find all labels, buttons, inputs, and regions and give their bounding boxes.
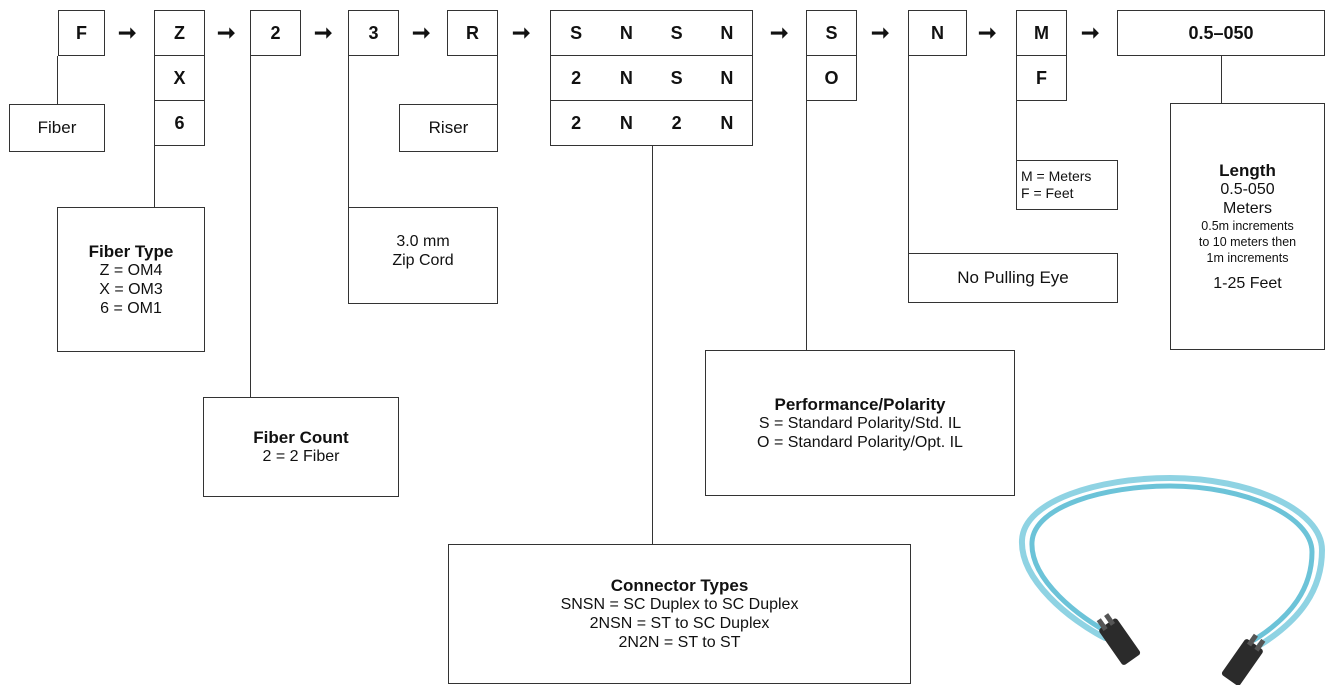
fiber-type-title: Fiber Type	[89, 242, 174, 261]
length-line: Meters	[1223, 199, 1272, 218]
connector-type-line: 2N2N = ST to ST	[619, 633, 741, 652]
connector-right	[1221, 631, 1269, 685]
arrow-icon: ➞	[978, 22, 996, 44]
length-title: Length	[1219, 161, 1276, 180]
connector-type-line: SNSN = SC Duplex to SC Duplex	[561, 595, 799, 614]
performance-line: O = Standard Polarity/Opt. IL	[757, 433, 963, 452]
unit-meters: M = Meters	[1021, 168, 1091, 185]
connector-code: S	[652, 68, 702, 89]
arrow-icon: ➞	[412, 22, 430, 44]
label-fiber: Fiber	[9, 104, 105, 152]
connector-types-description: Connector Types SNSN = SC Duplex to SC D…	[448, 544, 911, 684]
connector-line	[1016, 101, 1017, 161]
label-riser: Riser	[399, 104, 498, 152]
zip-cord-line: Zip Cord	[392, 251, 453, 270]
fiber-count-line: 2 = 2 Fiber	[263, 447, 340, 466]
connector-line	[348, 56, 349, 208]
fiber-cable-image	[1010, 470, 1331, 685]
code-length: 0.5–050	[1117, 10, 1325, 56]
connector-type-line: 2NSN = ST to SC Duplex	[590, 614, 770, 633]
connector-code: S	[652, 23, 702, 44]
code-fiber-type-z: Z	[154, 10, 205, 56]
code-unit-m: M	[1016, 10, 1067, 56]
zip-cord-line: 3.0 mm	[396, 232, 449, 251]
connector-line	[806, 101, 807, 351]
connector-code: S	[551, 23, 601, 44]
arrow-icon: ➞	[1081, 22, 1099, 44]
fiber-type-line: X = OM3	[99, 280, 163, 299]
code-fiber: F	[58, 10, 105, 56]
connector-code: N	[702, 68, 752, 89]
connector-code: N	[702, 23, 752, 44]
connector-code: N	[702, 113, 752, 134]
length-feet: 1-25 Feet	[1213, 274, 1281, 293]
arrow-icon: ➞	[314, 22, 332, 44]
performance-description: Performance/Polarity S = Standard Polari…	[705, 350, 1015, 496]
fiber-type-description: Fiber Type Z = OM4 X = OM3 6 = OM1	[57, 207, 205, 352]
connector-line	[652, 146, 653, 545]
arrow-icon: ➞	[217, 22, 235, 44]
code-rating: R	[447, 10, 498, 56]
fiber-count-title: Fiber Count	[253, 428, 348, 447]
code-fiber-type-x: X	[154, 55, 205, 101]
connector-code: 2	[551, 113, 601, 134]
fiber-count-description: Fiber Count 2 = 2 Fiber	[203, 397, 399, 497]
connector-code: N	[601, 68, 651, 89]
connector-row-1: S N S N	[550, 10, 753, 56]
arrow-icon: ➞	[118, 22, 136, 44]
length-description: Length 0.5-050 Meters 0.5m increments to…	[1170, 103, 1325, 350]
code-polarity-s: S	[806, 10, 857, 56]
label-no-pulling-eye: No Pulling Eye	[908, 253, 1118, 303]
code-jacket: 3	[348, 10, 399, 56]
code-unit-f: F	[1016, 55, 1067, 101]
connector-types-title: Connector Types	[611, 576, 749, 595]
label-units: M = Meters F = Feet	[1016, 160, 1118, 210]
code-fiber-type-6: 6	[154, 100, 205, 146]
connector-code: 2	[652, 113, 702, 134]
code-pulling-eye: N	[908, 10, 967, 56]
code-polarity-o: O	[806, 55, 857, 101]
length-increment-line: to 10 meters then	[1199, 234, 1296, 250]
label-zip-cord: 3.0 mm Zip Cord	[348, 207, 498, 304]
fiber-type-line: 6 = OM1	[100, 299, 162, 318]
performance-line: S = Standard Polarity/Std. IL	[759, 414, 961, 433]
connector-line	[57, 56, 58, 105]
connector-code: N	[601, 23, 651, 44]
connector-line	[250, 56, 251, 398]
connector-code: N	[601, 113, 651, 134]
arrow-icon: ➞	[770, 22, 788, 44]
connector-row-3: 2 N 2 N	[550, 100, 753, 146]
connector-code: 2	[551, 68, 601, 89]
unit-feet: F = Feet	[1021, 185, 1074, 202]
connector-line	[908, 56, 909, 254]
connector-row-2: 2 N S N	[550, 55, 753, 101]
connector-line	[1221, 56, 1222, 104]
fiber-type-line: Z = OM4	[100, 261, 163, 280]
connector-line	[154, 146, 155, 208]
length-line: 0.5-050	[1220, 180, 1274, 199]
arrow-icon: ➞	[871, 22, 889, 44]
length-increment-line: 1m increments	[1207, 250, 1289, 266]
arrow-icon: ➞	[512, 22, 530, 44]
connector-line	[497, 56, 498, 104]
length-increment-line: 0.5m increments	[1201, 218, 1293, 234]
code-fiber-count: 2	[250, 10, 301, 56]
performance-title: Performance/Polarity	[774, 395, 945, 414]
